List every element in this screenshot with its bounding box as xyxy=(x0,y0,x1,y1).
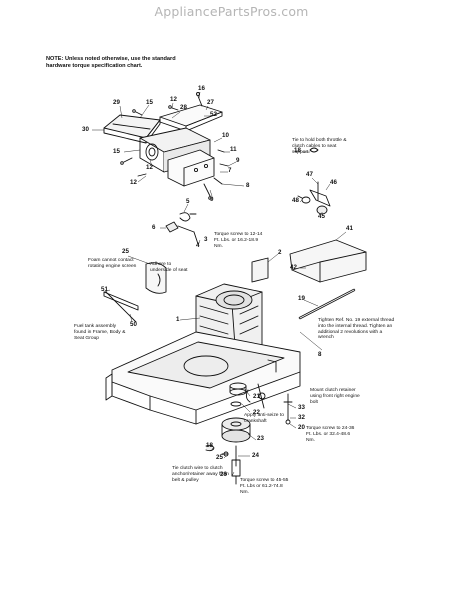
callout-25b: 25 xyxy=(216,454,223,461)
clutch-stack xyxy=(222,383,250,484)
watermark-text: AppliancePartsPros.com xyxy=(154,4,309,19)
annotation-adhere: Adhere to underside of seat xyxy=(150,262,188,273)
callout-9b: 9 xyxy=(210,196,214,203)
callout-15: 15 xyxy=(146,99,153,106)
callout-12: 12 xyxy=(170,96,177,103)
rod-19 xyxy=(300,290,354,318)
callout-7: 7 xyxy=(228,167,232,174)
annotation-torque-12: Torque screw to 12-14 Ft. Lbs. or 16.2-1… xyxy=(214,232,263,249)
callout-45: 45 xyxy=(318,213,325,220)
annotation-fuel-tank: Fuel tank assembly found in Frame, Body … xyxy=(74,324,126,341)
callout-12c: 12 xyxy=(130,179,137,186)
callout-47: 47 xyxy=(306,171,313,178)
callout-33: 33 xyxy=(298,404,305,411)
upper-panel xyxy=(160,105,222,131)
callout-22: 22 xyxy=(253,409,260,416)
callout-42: 42 xyxy=(290,264,297,271)
annotation-torque-45: Torque screw to 45-55 Ft. Lbs or 61.2-74… xyxy=(240,478,289,495)
callout-51: 51 xyxy=(101,286,108,293)
annotation-mount-clutch: Mount clutch retainer using front right … xyxy=(310,388,360,405)
callout-5: 5 xyxy=(186,198,190,205)
callout-18: 18 xyxy=(294,147,301,154)
callout-29: 29 xyxy=(113,99,120,106)
deflector xyxy=(290,240,366,282)
annotation-anti-seize: Apply anti-seize to crankshaft xyxy=(244,413,284,424)
callout-10: 10 xyxy=(222,132,229,139)
callout-50: 50 xyxy=(130,321,137,328)
callout-25: 25 xyxy=(122,248,129,255)
callout-23: 23 xyxy=(257,435,264,442)
bolt-assembly-upper xyxy=(166,213,198,244)
callout-12b: 12 xyxy=(146,164,153,171)
callout-9: 9 xyxy=(236,157,240,164)
annotation-torque-24: Torque screw to 24-36 Ft. Lbs. or 32.4-4… xyxy=(306,426,355,443)
fuel-tank-strap xyxy=(104,292,138,322)
muffler-bracket xyxy=(168,150,214,186)
callout-18b: 18 xyxy=(206,442,213,449)
callout-8b: 8 xyxy=(318,351,322,358)
callout-27: 27 xyxy=(207,99,214,106)
throttle-linkage xyxy=(298,148,330,214)
callout-21: 21 xyxy=(253,393,260,400)
callout-4: 4 xyxy=(196,242,200,249)
callout-6: 6 xyxy=(152,224,156,231)
callout-46: 46 xyxy=(330,179,337,186)
callout-48: 48 xyxy=(292,197,299,204)
part-bracket-2 xyxy=(252,258,268,282)
tractor-frame xyxy=(106,332,300,424)
callout-32: 32 xyxy=(298,414,305,421)
callout-16: 16 xyxy=(198,85,205,92)
callout-52: 52 xyxy=(210,111,217,118)
callout-20: 20 xyxy=(298,424,305,431)
annotation-foam: Foam cannot contact rotating engine scre… xyxy=(88,258,137,269)
callout-19: 19 xyxy=(298,295,305,302)
callout-3: 3 xyxy=(204,236,208,243)
callout-28: 28 xyxy=(180,104,187,111)
foam-pad xyxy=(146,263,166,294)
callout-30: 30 xyxy=(82,126,89,133)
callout-11: 11 xyxy=(230,146,237,153)
annotation-tie-clutch: Tie clutch wire to clutch anchor/retaine… xyxy=(172,466,229,483)
callout-26: 26 xyxy=(220,471,227,478)
callout-1: 1 xyxy=(176,316,180,323)
leader-lines xyxy=(92,92,346,476)
callout-15b: 15 xyxy=(113,148,120,155)
annotation-tighten: Tighten Ref. No. 19 external thread into… xyxy=(318,318,395,341)
clutch-anchor xyxy=(246,384,265,408)
callout-41: 41 xyxy=(346,225,353,232)
callout-8: 8 xyxy=(246,182,250,189)
callout-2: 2 xyxy=(278,249,282,256)
torque-note: NOTE: Unless noted otherwise, use the st… xyxy=(46,56,176,69)
annotation-tie-cables: Tie to hold both throttle & clutch cable… xyxy=(292,138,347,155)
callout-24: 24 xyxy=(252,452,259,459)
